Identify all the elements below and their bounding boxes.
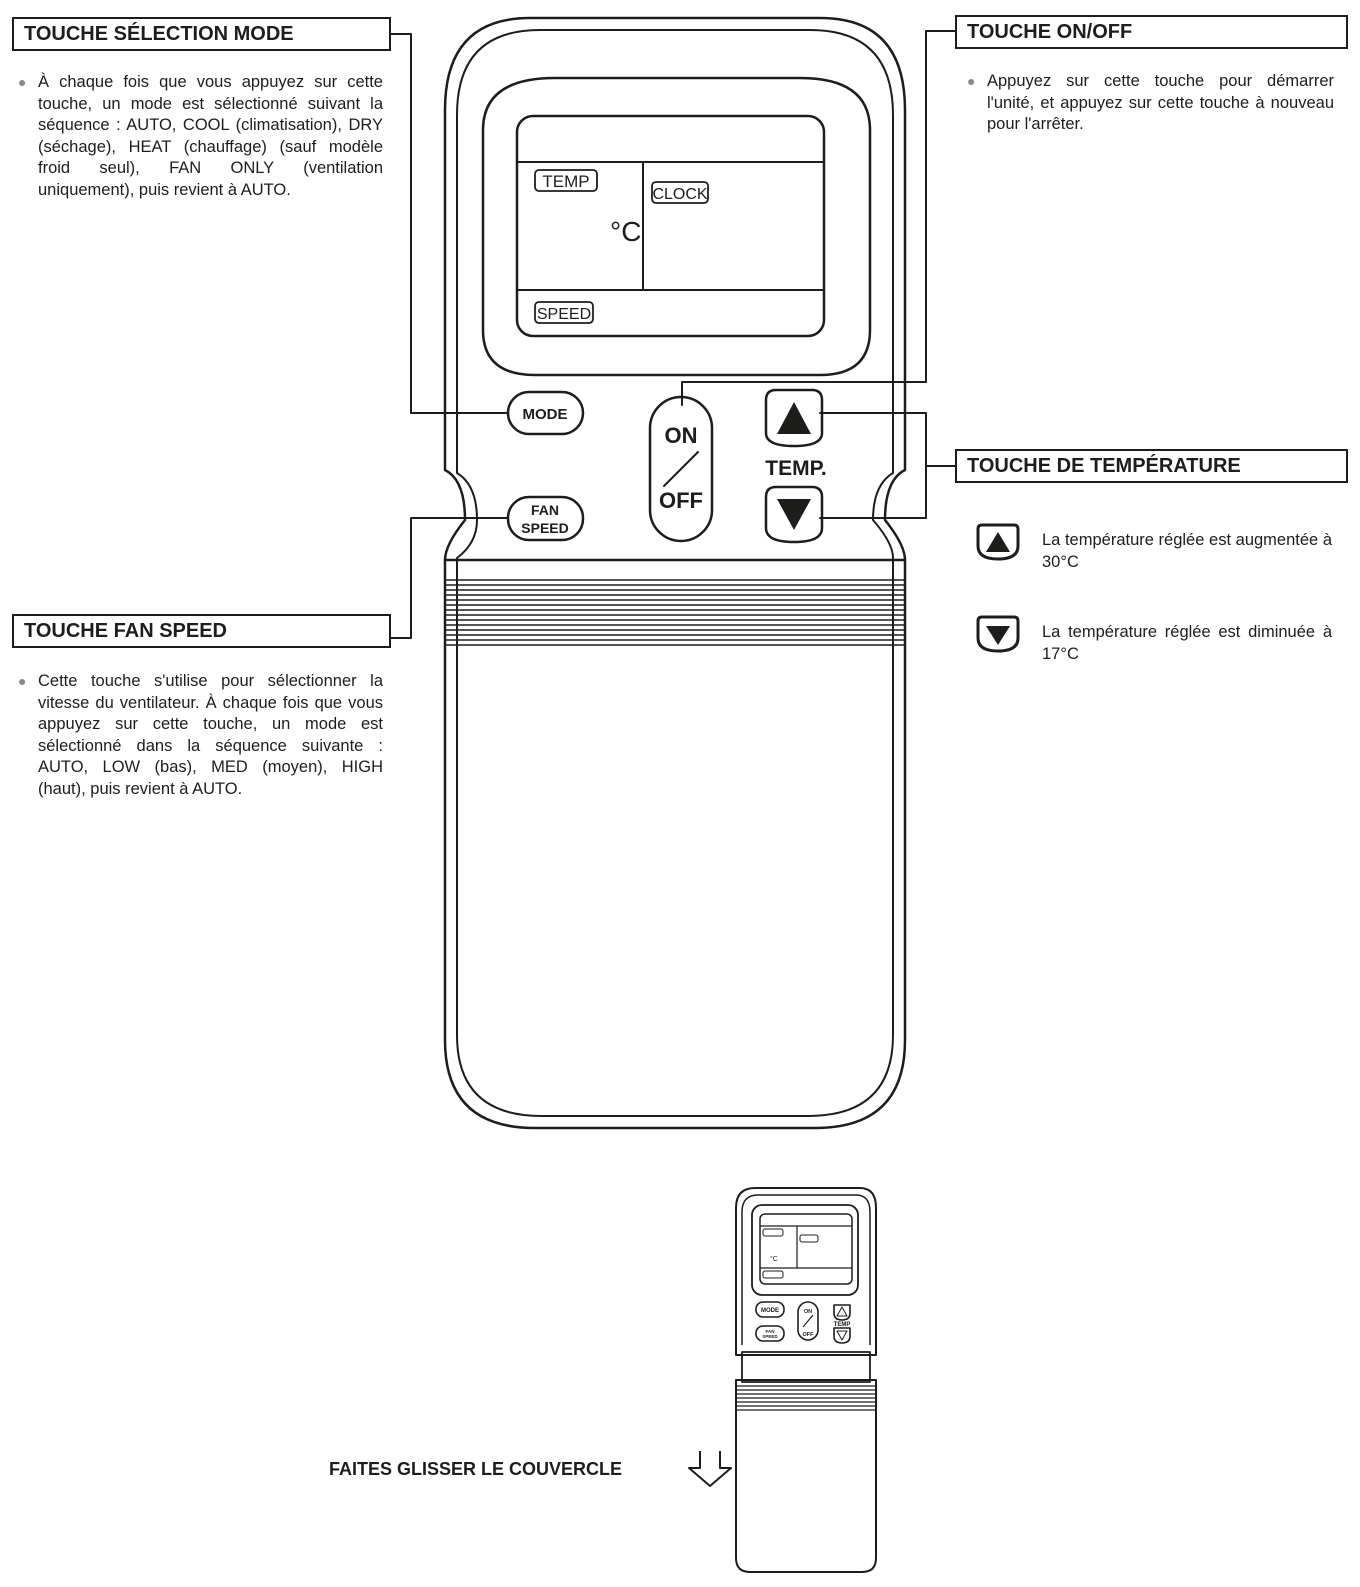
onoff-section-description: ● Appuyez sur cette touche pour démarrer… xyxy=(967,72,1334,133)
slide-down-arrow-icon xyxy=(688,1451,732,1487)
temp-up-button xyxy=(764,388,824,448)
lcd-clock-label: CLOCK xyxy=(652,186,707,203)
mode-callout-line xyxy=(390,33,509,414)
onoff-section-title: TOUCHE ON/OFF xyxy=(955,15,1348,49)
fan-section-title: TOUCHE FAN SPEED xyxy=(12,614,391,648)
temp-up-description: La température réglée est augmentée à 30… xyxy=(1042,531,1332,571)
temp-up-callout-line xyxy=(819,412,956,467)
small-mode-label: MODE xyxy=(761,1308,779,1314)
small-off-label: OFF xyxy=(803,1332,815,1338)
mode-section-description: ● À chaque fois que vous appuyez sur cet… xyxy=(18,73,383,199)
small-remote-illustration: °C MODE FAN SPEED ON OFF TEMP xyxy=(735,1187,877,1573)
fan-callout-line xyxy=(390,517,509,639)
fan-button-label-line1: FAN xyxy=(531,502,559,518)
small-fan-label-2: SPEED xyxy=(762,1334,778,1339)
temp-up-icon xyxy=(976,523,1020,561)
temp-down-icon xyxy=(976,615,1020,653)
remote-control-illustration: TEMP °C CLOCK SPEED MODE FAN SPEED ON OF… xyxy=(390,16,956,1130)
temp-down-button xyxy=(764,485,824,544)
temp-section-title: TOUCHE DE TEMPÉRATURE xyxy=(955,449,1348,483)
display-bezel xyxy=(481,76,872,377)
temp-down-callout-line xyxy=(819,465,927,519)
bullet-dot: ● xyxy=(18,673,27,689)
fan-button-label-line2: SPEED xyxy=(521,520,568,536)
onoff-callout-line xyxy=(681,30,956,406)
mode-section-title: TOUCHE SÉLECTION MODE xyxy=(12,17,391,51)
lcd-speed-label: SPEED xyxy=(537,306,591,323)
slide-cover-instruction: FAITES GLISSER LE COUVERCLE xyxy=(329,1459,623,1479)
mode-button-label: MODE xyxy=(523,406,568,423)
fan-section-description: ● Cette touche s'utilise pour sélectionn… xyxy=(18,672,383,798)
on-off-button xyxy=(648,395,714,543)
small-lcd-unit: °C xyxy=(770,1255,778,1263)
bullet-dot: ● xyxy=(967,73,976,89)
lcd-temp-label: TEMP xyxy=(542,172,589,191)
small-fan-label-1: FAN xyxy=(766,1329,775,1334)
temp-label: TEMP. xyxy=(765,457,826,480)
grip-stripes xyxy=(445,579,905,646)
small-on-label: ON xyxy=(804,1309,812,1315)
remote-body-outline xyxy=(443,16,907,1130)
off-label: OFF xyxy=(659,488,703,513)
bullet-dot: ● xyxy=(18,74,27,90)
mode-button xyxy=(506,390,585,436)
lcd-screen xyxy=(515,114,826,338)
on-label: ON xyxy=(665,423,698,448)
fan-speed-button xyxy=(506,495,585,542)
temp-down-description: La température réglée est diminuée à 17°… xyxy=(1042,623,1332,663)
small-remote-cover xyxy=(735,1379,877,1573)
lcd-unit: °C xyxy=(610,216,641,247)
small-temp-label: TEMP xyxy=(834,1322,851,1328)
